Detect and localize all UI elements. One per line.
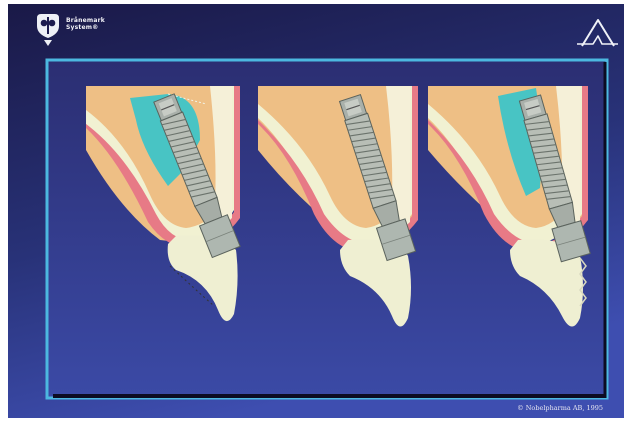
brand-wordmark: Brånemark System® [66, 17, 105, 31]
brand-line-1: Brånemark [66, 17, 105, 24]
copyright-notice: © Nobelpharma AB, 1995 [517, 404, 603, 412]
brand-line-2: System® [66, 24, 105, 31]
